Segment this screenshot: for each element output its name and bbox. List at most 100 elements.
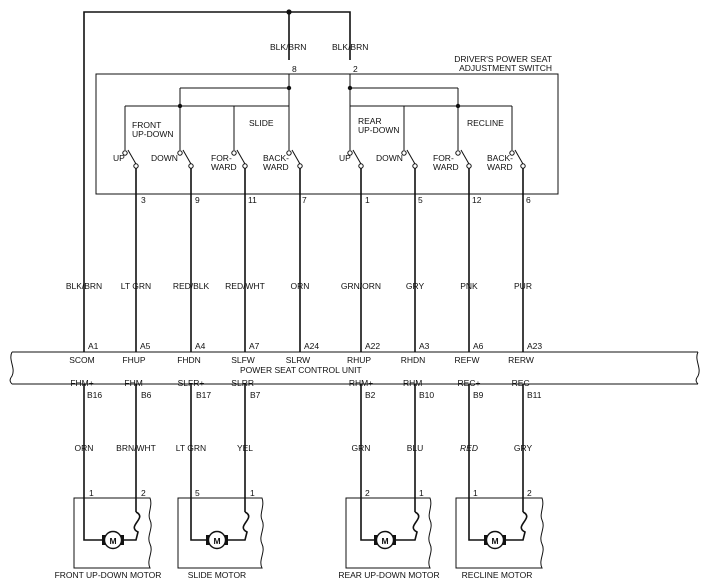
output-signal-1: FHM+ bbox=[70, 378, 93, 388]
motor-label-2: SLIDE MOTOR bbox=[188, 570, 246, 580]
position-label-2: DOWN bbox=[151, 153, 178, 163]
switch-title-line2: ADJUSTMENT SWITCH bbox=[459, 63, 552, 73]
motor-label-3: REAR UP-DOWN MOTOR bbox=[338, 570, 439, 580]
common-feed-wires bbox=[83, 9, 351, 352]
switch-group-recline-label: RECLINE bbox=[467, 118, 504, 128]
output-signal-3: SLFR+ bbox=[178, 378, 205, 388]
input-signal-6: RHUP bbox=[347, 355, 371, 365]
output-wire-color-3: LT GRN bbox=[176, 443, 206, 453]
motor-symbol-2: M bbox=[213, 536, 220, 546]
top-wire-label-1: BLK/BRN bbox=[270, 42, 306, 52]
motor-pin-3: 5 bbox=[195, 488, 200, 498]
motor-pin-4: 1 bbox=[250, 488, 255, 498]
switch-group-front-label-2: UP-DOWN bbox=[132, 129, 174, 139]
switch-group-front-label-1: FRONT bbox=[132, 120, 161, 130]
input-wire-color-2: LT GRN bbox=[121, 281, 151, 291]
position-label-6: DOWN bbox=[376, 153, 403, 163]
recline-motor bbox=[484, 511, 528, 550]
position-label-3b: WARD bbox=[211, 162, 237, 172]
input-wires bbox=[135, 168, 524, 352]
input-signal-7: RHDN bbox=[401, 355, 426, 365]
output-signal-7: REC+ bbox=[458, 378, 481, 388]
switch-pin-3: 11 bbox=[248, 195, 257, 205]
output-wire-color-8: GRY bbox=[514, 443, 533, 453]
switch-pin-2: 9 bbox=[195, 195, 200, 205]
input-wire-color-6: GRN/ORN bbox=[341, 281, 381, 291]
input-connector-2: A5 bbox=[140, 341, 151, 351]
position-label-3a: FOR- bbox=[211, 153, 232, 163]
output-wire-color-7: RED bbox=[460, 443, 478, 453]
input-wire-color-1: BLK/BRN bbox=[66, 281, 102, 291]
switch-title-line1: DRIVER'S POWER SEAT bbox=[454, 54, 552, 64]
output-connector-6: B10 bbox=[419, 390, 434, 400]
switch-pin-1: 3 bbox=[141, 195, 146, 205]
position-label-7b: WARD bbox=[433, 162, 459, 172]
input-connector-3: A4 bbox=[195, 341, 206, 351]
motor-pin-2: 2 bbox=[141, 488, 146, 498]
input-connector-8: A6 bbox=[473, 341, 484, 351]
switch-pin-8: 6 bbox=[526, 195, 531, 205]
motor-pin-5: 2 bbox=[365, 488, 370, 498]
input-wire-color-5: ORN bbox=[291, 281, 310, 291]
motor-pin-6: 1 bbox=[419, 488, 424, 498]
motor-connector-outlines bbox=[73, 497, 544, 569]
output-signal-8: REC– bbox=[512, 378, 535, 388]
switch-contact-rear-updown bbox=[347, 149, 418, 169]
input-wire-color-4: RED/WHT bbox=[225, 281, 265, 291]
top-wire-pin-2: 2 bbox=[353, 64, 358, 74]
switch-pin-4: 7 bbox=[302, 195, 307, 205]
motor-symbol-3: M bbox=[381, 536, 388, 546]
input-connector-4: A7 bbox=[249, 341, 260, 351]
motor-label-1: FRONT UP-DOWN MOTOR bbox=[55, 570, 162, 580]
motor-symbol-4: M bbox=[491, 536, 498, 546]
output-signal-6: RHM– bbox=[403, 378, 427, 388]
input-connector-1: A1 bbox=[88, 341, 99, 351]
input-signal-3: FHDN bbox=[177, 355, 201, 365]
switch-pin-7: 12 bbox=[472, 195, 482, 205]
position-label-4a: BACK- bbox=[263, 153, 289, 163]
switch-pin-5: 1 bbox=[365, 195, 370, 205]
top-wire-pin-1: 8 bbox=[292, 64, 297, 74]
input-signal-8: REFW bbox=[454, 355, 479, 365]
input-wire-color-9: PUR bbox=[514, 281, 532, 291]
top-wire-label-2: BLK/BRN bbox=[332, 42, 368, 52]
input-signal-5: SLRW bbox=[286, 355, 310, 365]
input-connector-6: A22 bbox=[365, 341, 380, 351]
motor-symbol-1: M bbox=[109, 536, 116, 546]
output-connector-5: B2 bbox=[365, 390, 376, 400]
switch-internal-bus bbox=[124, 74, 513, 150]
output-signal-4: SLRR– bbox=[231, 378, 259, 388]
output-signal-2: FHM– bbox=[124, 378, 147, 388]
switch-group-slide-label: SLIDE bbox=[249, 118, 274, 128]
motor-label-4: RECLINE MOTOR bbox=[462, 570, 533, 580]
output-wire-color-6: BLU bbox=[407, 443, 424, 453]
position-label-8b: WARD bbox=[487, 162, 513, 172]
output-wire-color-4: YEL bbox=[237, 443, 253, 453]
input-signal-9: RERW bbox=[508, 355, 534, 365]
position-label-1: UP bbox=[113, 153, 125, 163]
position-label-4b: WARD bbox=[263, 162, 289, 172]
input-wire-color-3: RED/BLK bbox=[173, 281, 210, 291]
input-wire-color-7: GRY bbox=[406, 281, 425, 291]
motor-pin-1: 1 bbox=[89, 488, 94, 498]
rear-updown-motor bbox=[374, 511, 420, 550]
output-wires bbox=[83, 384, 524, 541]
motor-pin-8: 2 bbox=[527, 488, 532, 498]
position-label-7a: FOR- bbox=[433, 153, 454, 163]
motor-pin-7: 1 bbox=[473, 488, 478, 498]
output-connector-7: B9 bbox=[473, 390, 484, 400]
output-connector-1: B16 bbox=[87, 390, 102, 400]
front-updown-motor bbox=[102, 511, 141, 550]
output-wire-color-5: GRN bbox=[352, 443, 371, 453]
input-signal-1: SCOM bbox=[69, 355, 95, 365]
switch-pin-6: 5 bbox=[418, 195, 423, 205]
output-connector-2: B6 bbox=[141, 390, 152, 400]
output-wire-color-1: ORN bbox=[75, 443, 94, 453]
input-connector-5: A24 bbox=[304, 341, 319, 351]
input-wire-color-8: PNK bbox=[460, 281, 478, 291]
input-connector-7: A3 bbox=[419, 341, 430, 351]
slide-motor bbox=[206, 511, 250, 550]
output-connector-4: B7 bbox=[250, 390, 261, 400]
switch-group-rear-label-2: UP-DOWN bbox=[358, 125, 400, 135]
